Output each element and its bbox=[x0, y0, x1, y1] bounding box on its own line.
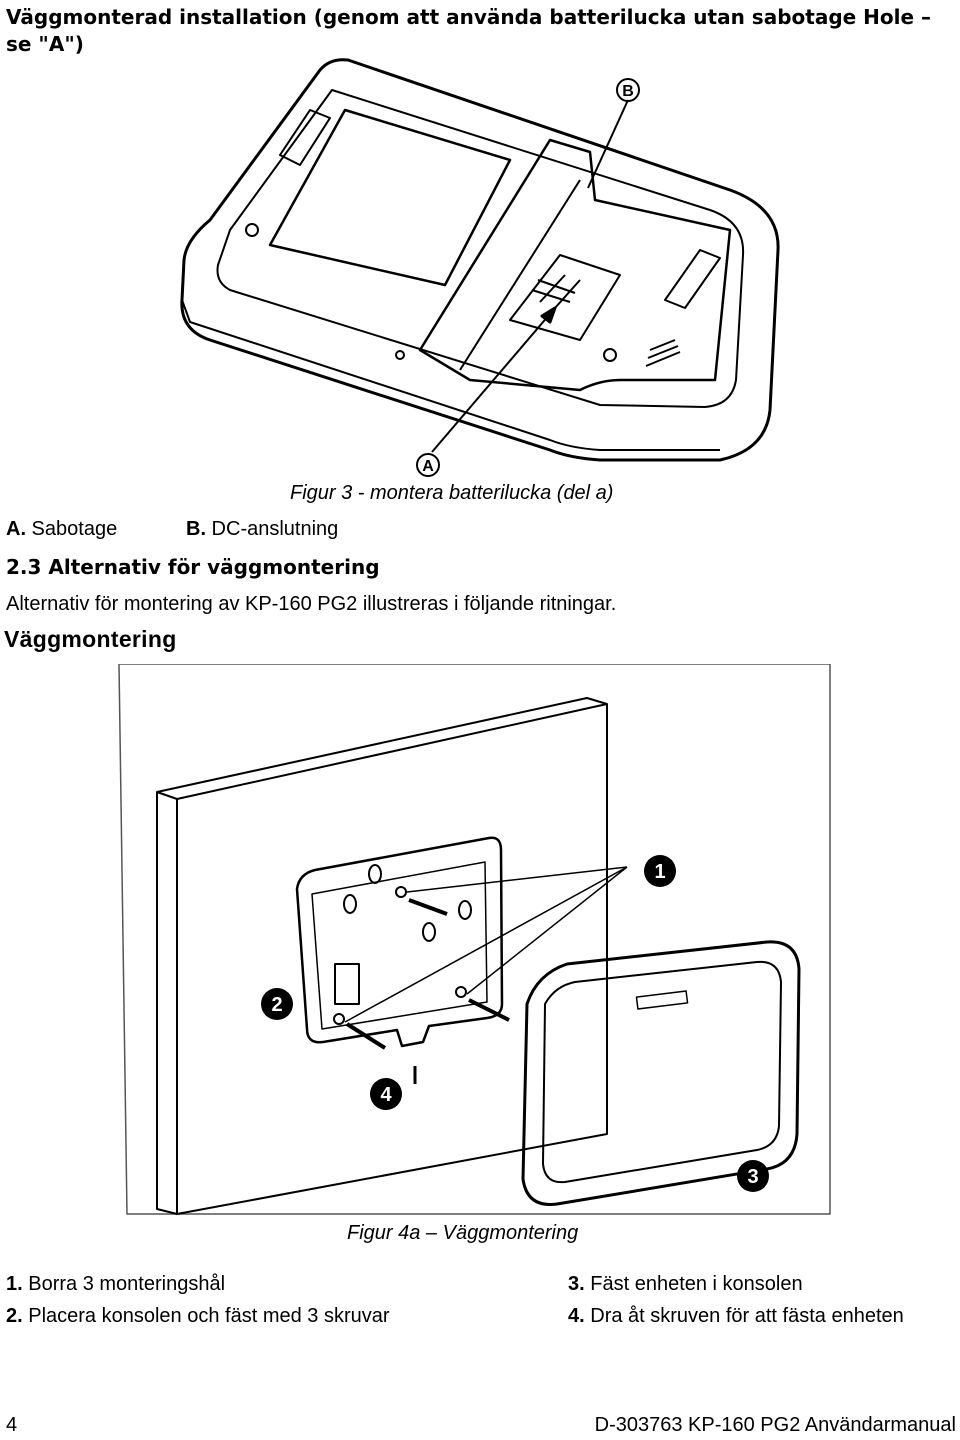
battery-door-figure: A B bbox=[180, 58, 780, 477]
document-title: D-303763 KP-160 PG2 Användarmanual bbox=[594, 1414, 956, 1436]
callout-4: 4 bbox=[380, 1084, 392, 1106]
step-4-number: 4. bbox=[568, 1305, 585, 1327]
callout-a: A bbox=[422, 458, 434, 475]
step-4: 4. Dra åt skruven för att fästa enheten bbox=[568, 1305, 904, 1328]
step-2-number: 2. bbox=[6, 1305, 23, 1327]
callout-3: 3 bbox=[747, 1166, 758, 1188]
figure-4a-caption: Figur 4a – Väggmontering bbox=[347, 1222, 579, 1244]
callout-b: B bbox=[622, 83, 634, 100]
legend-b-key: B. bbox=[186, 518, 206, 540]
legend-b: B. DC-anslutning bbox=[186, 518, 338, 541]
section-title: 2.3 Alternativ för väggmontering bbox=[6, 555, 380, 579]
step-2-text: Placera konsolen och fäst med 3 skruvar bbox=[22, 1305, 390, 1327]
subheading: Väggmontering bbox=[4, 626, 177, 652]
step-1-text: Borra 3 monteringshål bbox=[22, 1273, 226, 1295]
wall-mount-figure: 1 2 3 4 bbox=[118, 664, 831, 1215]
legend-a-key: A. bbox=[6, 518, 26, 540]
step-1-number: 1. bbox=[6, 1273, 23, 1295]
legend-a: A. Sabotage bbox=[6, 518, 117, 541]
figure-3-caption: Figur 3 - montera batterilucka (del a) bbox=[290, 482, 614, 504]
step-3: 3. Fäst enheten i konsolen bbox=[568, 1273, 803, 1296]
step-1: 1. Borra 3 monteringshål bbox=[6, 1273, 225, 1296]
step-4-text: Dra åt skruven för att fästa enheten bbox=[584, 1305, 904, 1327]
legend-b-text: DC-anslutning bbox=[206, 518, 339, 540]
intro-paragraph: Alternativ för montering av KP-160 PG2 i… bbox=[6, 593, 617, 615]
legend-a-text: Sabotage bbox=[26, 518, 118, 540]
step-2: 2. Placera konsolen och fäst med 3 skruv… bbox=[6, 1305, 390, 1328]
callout-2: 2 bbox=[271, 994, 282, 1016]
page-heading: Väggmonterad installation (genom att anv… bbox=[6, 5, 932, 56]
callout-1: 1 bbox=[654, 861, 665, 883]
page-number: 4 bbox=[6, 1414, 18, 1436]
step-3-text: Fäst enheten i konsolen bbox=[584, 1273, 803, 1295]
step-3-number: 3. bbox=[568, 1273, 585, 1295]
